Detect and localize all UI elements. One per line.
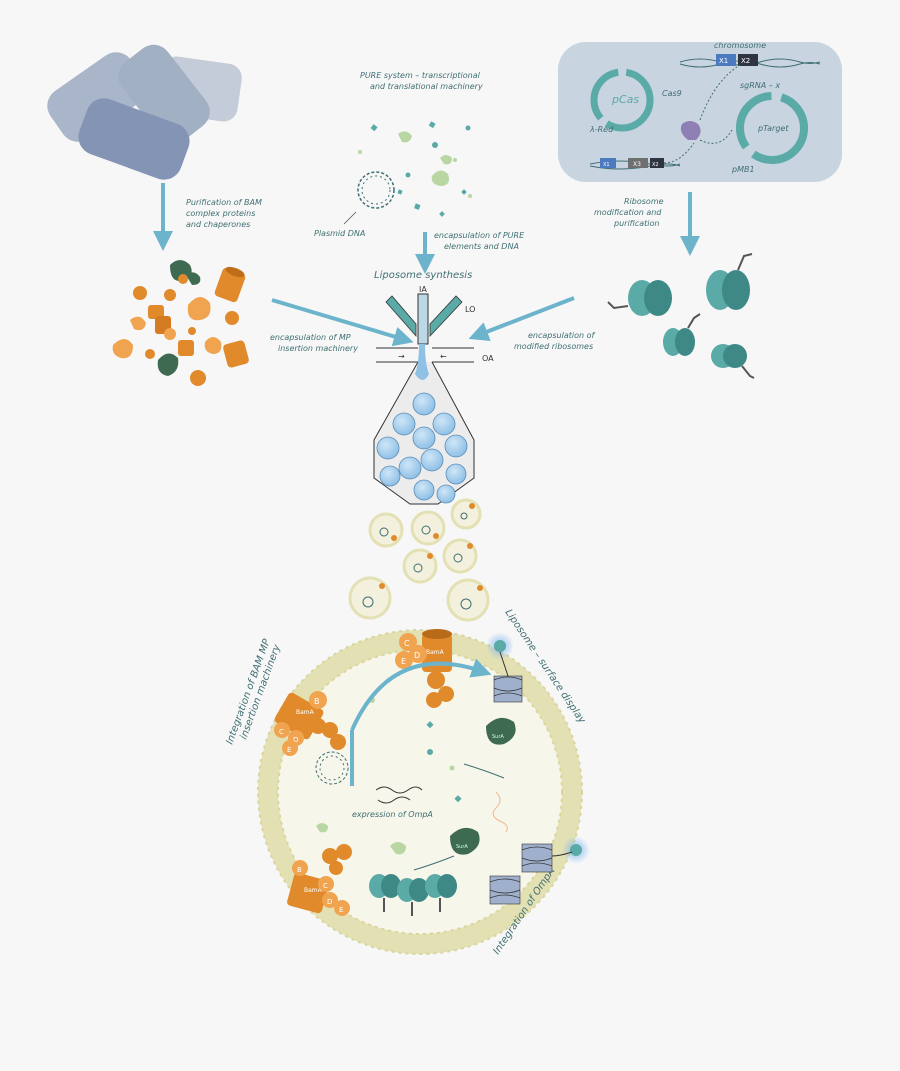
arrow-expression-to-surface (350, 658, 492, 731)
caption-purification-2: complex proteins (186, 209, 255, 218)
oa-label: OA (482, 354, 494, 363)
bamc-label: C (404, 639, 410, 648)
caption-encap-pure-2: elements and DNA (444, 242, 519, 251)
chromosome-label: chromosome (714, 41, 766, 50)
caption-ribosome-3: purification (613, 219, 659, 228)
cas9-label: Cas9 (662, 89, 682, 98)
x1-label: X1 (719, 57, 728, 65)
svg-text:←: ← (440, 352, 447, 361)
pcas-label: pCas (611, 93, 639, 106)
membrane-ribosomes (369, 874, 457, 916)
sgrna-label: sgRNA – x (740, 81, 780, 90)
caption-ribosome-2: modification and (594, 208, 662, 217)
caption-encap-ribo-2: modified ribosomes (514, 342, 593, 351)
sura-chaperone-1: SurA (486, 717, 516, 745)
plasmid-dna-illustration (357, 171, 395, 209)
caption-encap-ribo-1: encapsulation of (528, 331, 595, 340)
x2-block (738, 54, 758, 66)
x3-label: X3 (633, 161, 641, 168)
bam-complex-left: BamA B C D E (274, 691, 346, 756)
x1-block (716, 54, 736, 66)
ptarget-label: pTarget (757, 124, 789, 133)
arrow-encap-ribo (468, 296, 575, 341)
liposome-synthesis-title: Liposome synthesis (374, 270, 472, 281)
x2-label: X2 (741, 57, 750, 65)
caption-encap-mp-2: insertion machinery (278, 344, 358, 353)
bamd-label-left: D (293, 736, 298, 744)
arrow-encap-mp (271, 298, 414, 347)
modified-ribosomes-cluster (607, 253, 755, 379)
caption-purification-1: Purification of BAM (186, 198, 262, 207)
bama-label: BamA (426, 649, 445, 656)
plasmid-pointer (343, 211, 357, 225)
caption-purification-3: and chaperones (186, 220, 250, 229)
bama-label-left: BamA (296, 709, 315, 716)
bacteria-cells-illustration (47, 44, 242, 180)
lambda-red-label: λ-Red (589, 125, 614, 134)
bamd-label-bottom: D (327, 898, 332, 906)
caption-pure-1: PURE system – transcriptional (360, 71, 481, 80)
bame-label-left: E (287, 746, 291, 754)
bamd-label: D (414, 651, 420, 660)
droplets (376, 392, 468, 504)
caption-plasmid: Plasmid DNA (314, 229, 365, 238)
x2-label-lower: X2 (652, 162, 659, 168)
cas9-protein (680, 121, 701, 140)
bamb-label-bottom: B (297, 866, 302, 874)
pcas-plasmid (590, 68, 654, 132)
ompa-surface-display-top (486, 632, 523, 703)
pmb1-label: pMB1 (731, 165, 755, 174)
pure-system-particles (358, 121, 472, 217)
ia-label: IA (419, 285, 427, 294)
small-liposomes (348, 498, 490, 622)
x1-label-lower: X1 (603, 162, 610, 168)
caption-encap-mp-1: encapsulation of MP (270, 333, 351, 342)
lo-label: LO (465, 305, 475, 314)
bama-label-bottom: BamA (304, 887, 323, 894)
bamc-label-left: C (279, 728, 284, 736)
bamb-label-left: B (314, 697, 320, 706)
ptarget-plasmid (736, 92, 808, 164)
big-liposome (257, 629, 583, 955)
ompa-surface-display-right (489, 836, 590, 905)
caption-expression: expression of OmpA (352, 810, 433, 819)
bam-proteins-cluster (112, 260, 249, 386)
sura-label-1: SurA (492, 734, 504, 740)
bam-complex-bottom: BamA B C D E (287, 844, 352, 916)
bamc-label-bottom: C (323, 882, 328, 890)
caption-encap-pure-1: encapsulation of PURE (434, 231, 525, 240)
bame-label: E (401, 657, 406, 666)
genetic-engineering-panel: chromosome X1 X2 pCas Cas9 λ-Red pTarget… (558, 41, 842, 182)
bame-label-bottom: E (339, 906, 343, 914)
sura-label-2: SurA (456, 844, 468, 850)
svg-text:→: → (398, 352, 405, 361)
caption-ribosome-1: Ribosome (624, 197, 664, 206)
liposome-interior (315, 658, 508, 871)
caption-pure-2: and translational machinery (370, 82, 483, 91)
sura-chaperone-2: SurA (450, 827, 480, 855)
